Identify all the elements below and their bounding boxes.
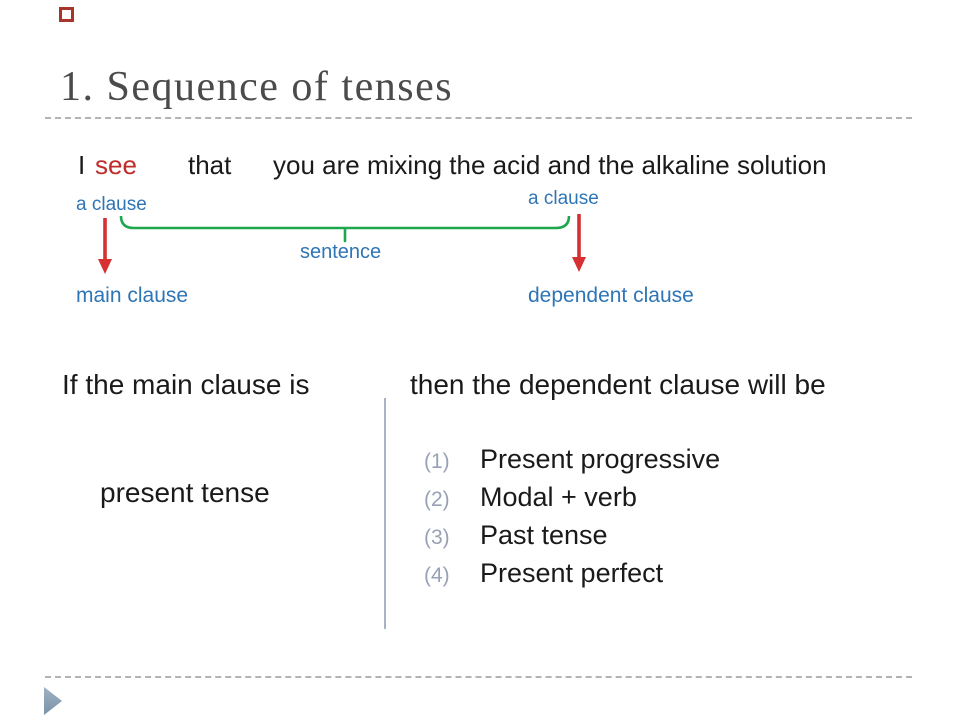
list-item: (3) Past tense bbox=[424, 520, 720, 558]
main-clause-label: main clause bbox=[76, 284, 189, 307]
brace-icon bbox=[119, 216, 571, 243]
list-item: (1) Present progressive bbox=[424, 444, 720, 482]
clause-label-right: a clause bbox=[528, 188, 599, 209]
example-sentence: I see that you are mixing the acid and t… bbox=[0, 150, 960, 188]
sentence-verb-highlighted: see bbox=[95, 150, 137, 180]
option-number: (4) bbox=[424, 564, 450, 587]
condition-left-value: present tense bbox=[100, 477, 270, 508]
option-number: (1) bbox=[424, 450, 450, 473]
option-text: Present perfect bbox=[480, 558, 664, 588]
next-slide-triangle-icon bbox=[44, 687, 62, 715]
sentence-dependent-part: you are mixing the acid and the alkaline… bbox=[273, 150, 827, 180]
option-text: Modal + verb bbox=[480, 482, 637, 512]
dependent-clause-label: dependent clause bbox=[528, 284, 694, 307]
option-text: Past tense bbox=[480, 520, 608, 550]
footer-divider-dashed-line bbox=[45, 676, 912, 678]
theme-square-ornament-icon bbox=[59, 7, 74, 22]
sentence-conjunction: that bbox=[188, 150, 232, 180]
clause-label-left: a clause bbox=[76, 194, 147, 215]
condition-left-header: If the main clause is bbox=[62, 369, 310, 400]
slide-title: 1. Sequence of tenses bbox=[60, 64, 454, 110]
down-arrow-icon bbox=[572, 214, 586, 272]
option-text: Present progressive bbox=[480, 444, 721, 474]
option-number: (3) bbox=[424, 526, 450, 549]
column-divider-line bbox=[384, 398, 386, 629]
condition-right-header: then the dependent clause will be bbox=[410, 369, 826, 400]
list-item: (2) Modal + verb bbox=[424, 482, 720, 520]
dependent-clause-options-list: (1) Present progressive (2) Modal + verb… bbox=[424, 444, 720, 596]
option-number: (2) bbox=[424, 488, 450, 511]
sentence-label: sentence bbox=[300, 241, 382, 263]
title-divider-dashed-line bbox=[45, 117, 912, 119]
list-item: (4) Present perfect bbox=[424, 558, 720, 596]
sentence-subject: I bbox=[78, 150, 86, 180]
down-arrow-icon bbox=[98, 218, 112, 274]
